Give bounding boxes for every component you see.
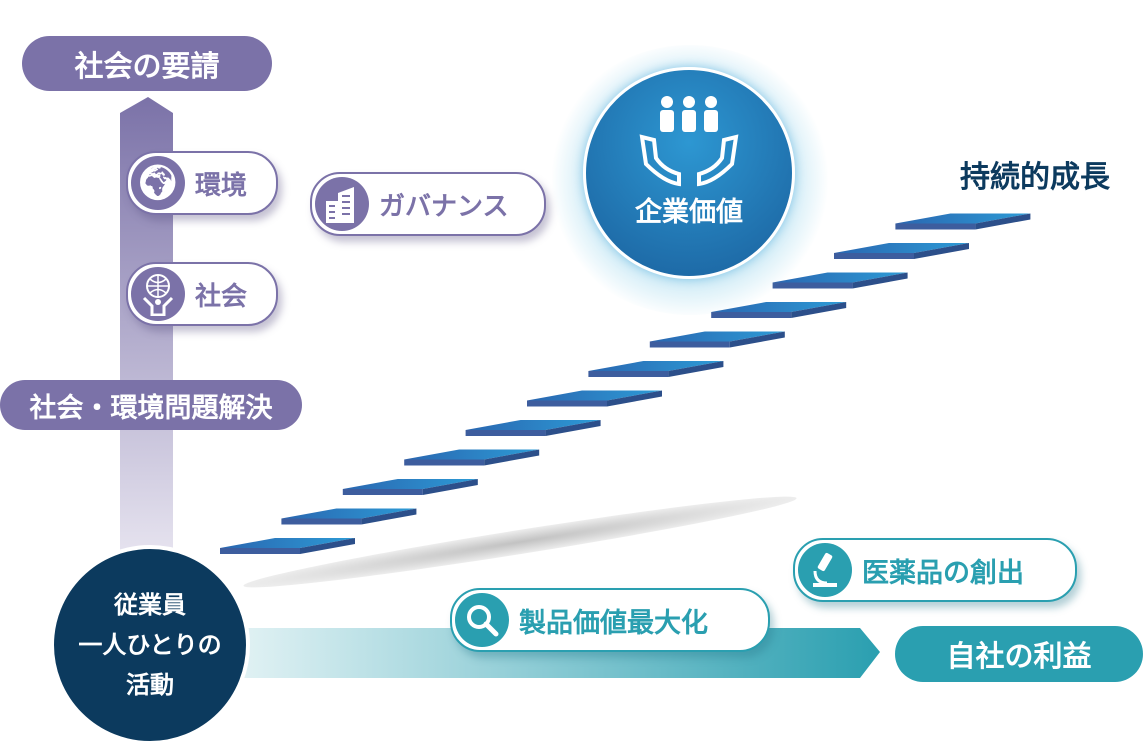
problem-solving-label: 社会・環境問題解決 [0,380,302,430]
stair-step [649,331,785,348]
building-icon [315,177,369,231]
corporate-value-circle: 企業価値 [583,67,795,279]
origin-line-2: 一人ひとりの [78,631,222,659]
magnifier-icon [455,593,509,647]
product-value-pill: 製品価値最大化 [450,588,770,652]
society-pill: 社会 [126,262,278,326]
product-value-label: 製品価値最大化 [519,607,708,639]
stair-step [588,361,724,377]
governance-label: ガバナンス [379,191,509,222]
stair-step [834,243,969,259]
society-label: 社会 [195,281,248,312]
stair-step [220,538,355,554]
stair-step [772,272,908,289]
drug-creation-pill: 医薬品の創出 [793,538,1077,602]
stair-step [342,479,478,495]
people-globe-icon [131,267,185,321]
stair-step [465,420,601,436]
governance-pill: ガバナンス [310,172,546,236]
drug-creation-label: 医薬品の創出 [862,557,1024,589]
stair-step [895,213,1031,230]
own-profit-label: 自社の利益 [895,626,1143,682]
environment-pill: 🌍︎ 環境 [126,151,278,215]
stair-step [711,302,847,318]
stair-step [527,390,662,407]
social-demand-text: 社会の要請 [74,48,220,83]
microscope-icon [798,543,852,597]
problem-solving-text: 社会・環境問題解決 [29,392,273,424]
own-profit-text: 自社の利益 [946,639,1092,673]
globe-icon: 🌍︎ [131,156,185,210]
corporate-value-label: 企業価値 [635,197,743,228]
stair-step [404,449,540,466]
hands-people-icon [639,96,739,187]
origin-line-1: 従業員 [114,591,186,619]
stair-step [281,508,417,525]
environment-label: 環境 [195,170,248,201]
origin-line-3: 活動 [126,671,174,699]
origin-circle: 従業員 一人ひとりの 活動 [50,545,250,743]
social-demand-label: 社会の要請 [22,36,272,91]
growth-label: 持続的成長 [960,160,1110,195]
